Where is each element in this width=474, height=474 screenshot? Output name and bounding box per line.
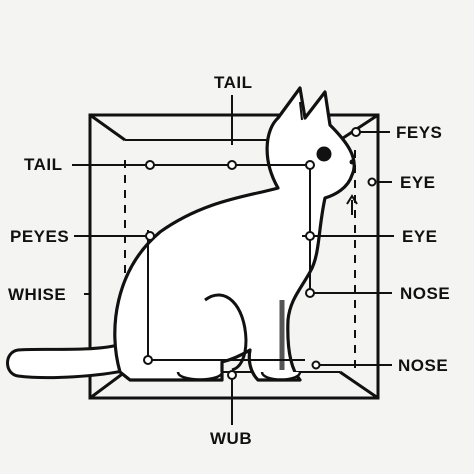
label-peyes: PEYES (10, 227, 70, 246)
inner-dashed-guides (124, 150, 356, 370)
cat-body (113, 86, 356, 382)
label-nose-2: NOSE (398, 356, 449, 375)
cat-leg-line (204, 293, 248, 372)
label-wub: WUB (210, 429, 253, 448)
guide-points (143, 127, 377, 380)
cat-nose (349, 159, 355, 165)
label-nose-1: NOSE (400, 284, 451, 303)
label-tail-top: TAIL (214, 73, 253, 92)
cat-ear-inner (299, 101, 303, 121)
cat-paw-back (176, 371, 224, 381)
cat-illustration (6, 86, 356, 382)
label-whise: WHISE (8, 285, 67, 304)
label-eye-2: EYE (402, 227, 438, 246)
cat-tail (6, 343, 131, 380)
label-eye-1: EYE (400, 173, 436, 192)
cat-paw-front (260, 371, 302, 381)
cat-eye (316, 146, 332, 162)
label-tail-left: TAIL (24, 155, 63, 174)
label-feys: FEYS (396, 123, 443, 142)
guide-lines (72, 95, 394, 425)
